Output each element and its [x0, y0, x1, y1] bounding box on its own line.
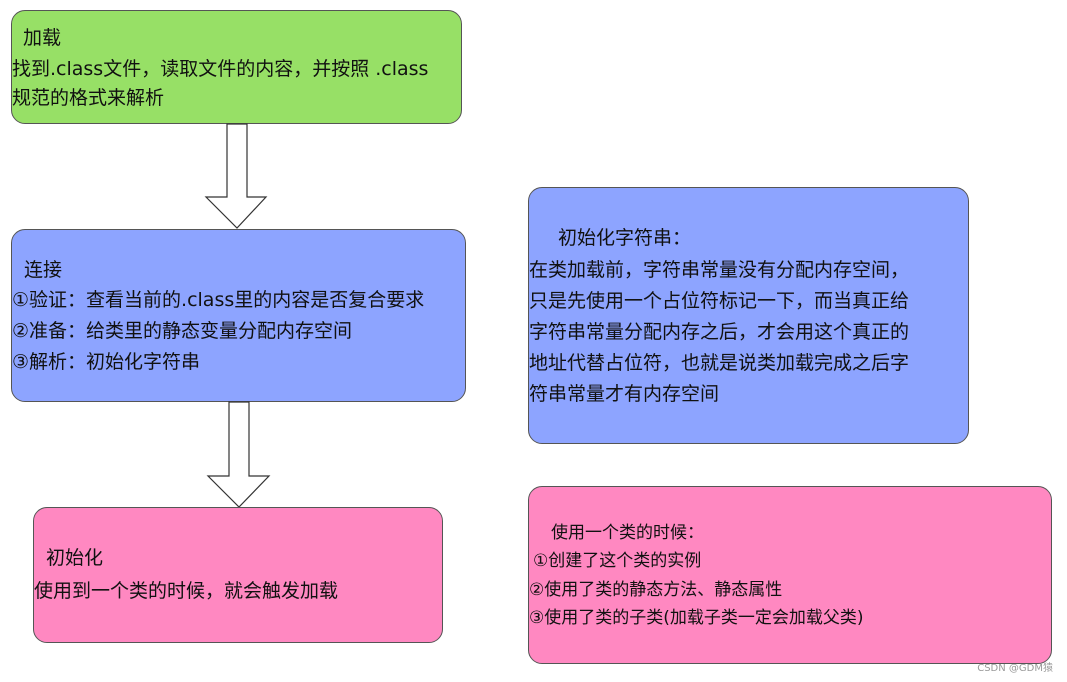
link-title: 连接: [24, 259, 63, 281]
load-stage-box: 加载 找到.class文件，读取文件的内容，并按照 .class 规范的格式来解…: [11, 10, 462, 124]
string-init-line-1: 在类加载前，字符串常量没有分配内存空间，: [529, 259, 910, 281]
string-init-line-3: 字符串常量分配内存之后，才会用这个真正的: [529, 321, 910, 343]
link-line-verify: ①验证：查看当前的.class里的内容是否复合要求: [12, 289, 425, 311]
load-line-2: 规范的格式来解析: [12, 87, 165, 109]
watermark: CSDN @GDM猿: [977, 663, 1053, 674]
string-init-line-4: 地址代替占位符，也就是说类加载完成之后字: [529, 352, 910, 374]
init-title: 初始化: [46, 547, 104, 569]
usage-line-static: ②使用了类的静态方法、静态属性: [529, 580, 783, 600]
string-init-title: 初始化字符串：: [558, 227, 692, 249]
usage-title: 使用一个类的时候：: [551, 523, 704, 543]
link-line-resolve: ③解析：初始化字符串: [12, 351, 201, 373]
arrow-load-to-link: [204, 123, 268, 229]
string-init-line-5: 符串常量才有内存空间: [529, 383, 720, 405]
string-init-note-box: 初始化字符串： 在类加载前，字符串常量没有分配内存空间， 只是先使用一个占位符标…: [528, 187, 969, 444]
usage-line-instance: ①创建了这个类的实例: [533, 551, 702, 571]
init-stage-box: 初始化 使用到一个类的时候，就会触发加载: [33, 507, 443, 643]
load-line-1: 找到.class文件，读取文件的内容，并按照 .class: [12, 58, 429, 80]
arrow-link-to-init: [206, 401, 271, 508]
load-title: 加载: [23, 27, 62, 49]
link-stage-box: 连接 ①验证：查看当前的.class里的内容是否复合要求 ②准备：给类里的静态变…: [11, 229, 466, 402]
init-line-1: 使用到一个类的时候，就会触发加载: [34, 580, 339, 602]
string-init-line-2: 只是先使用一个占位符标记一下，而当真正给: [529, 290, 910, 312]
usage-line-subclass: ③使用了类的子类(加载子类一定会加载父类): [529, 608, 864, 628]
class-usage-note-box: 使用一个类的时候： ①创建了这个类的实例 ②使用了类的静态方法、静态属性 ③使用…: [528, 486, 1052, 664]
link-line-prepare: ②准备：给类里的静态变量分配内存空间: [12, 320, 353, 342]
